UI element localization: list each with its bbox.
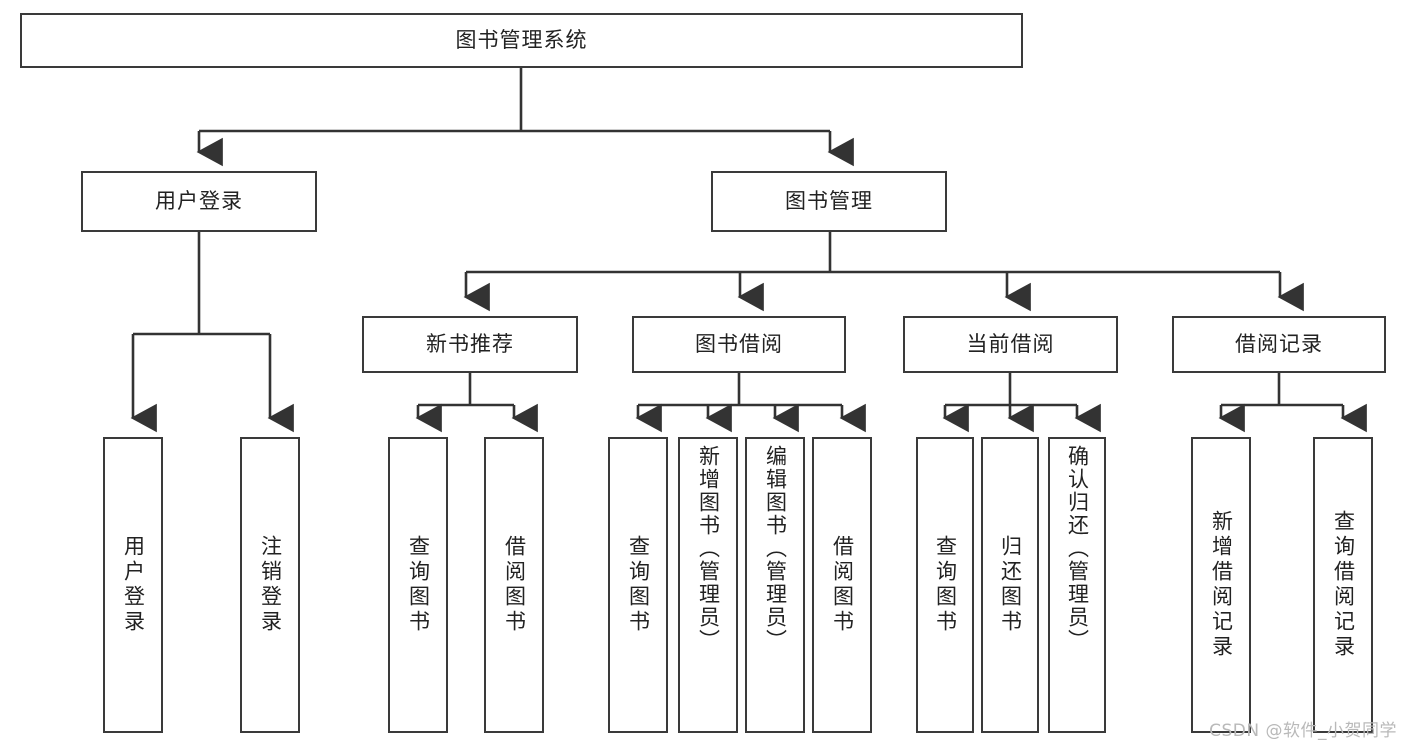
node-leaf-add-borrow-record-label: 新增借阅记录 bbox=[1209, 510, 1234, 660]
node-leaf-add-borrow-record[interactable]: 新增借阅记录 bbox=[1191, 437, 1251, 733]
node-leaf-query-book-current[interactable]: 查询图书 bbox=[916, 437, 974, 733]
node-leaf-query-borrow-record[interactable]: 查询借阅记录 bbox=[1313, 437, 1373, 733]
node-leaf-edit-book-admin-label: 编辑图书（管理员） bbox=[763, 445, 788, 652]
node-leaf-user-logout-label: 注销登录 bbox=[258, 535, 283, 635]
node-leaf-borrow-book-recommend-label: 借阅图书 bbox=[502, 535, 527, 635]
node-book-manage-label: 图书管理 bbox=[785, 189, 873, 214]
node-current-borrow-label: 当前借阅 bbox=[966, 332, 1055, 357]
node-user-login[interactable]: 用户登录 bbox=[81, 171, 317, 232]
node-leaf-return-book-label: 归还图书 bbox=[998, 535, 1023, 635]
node-leaf-borrow-book-recommend[interactable]: 借阅图书 bbox=[484, 437, 544, 733]
node-leaf-query-book-recommend[interactable]: 查询图书 bbox=[388, 437, 448, 733]
node-book-borrow[interactable]: 图书借阅 bbox=[632, 316, 846, 373]
node-leaf-borrow-book-borrow-label: 借阅图书 bbox=[830, 535, 855, 635]
node-leaf-add-book-admin-label: 新增图书（管理员） bbox=[696, 445, 721, 652]
node-leaf-add-book-admin[interactable]: 新增图书（管理员） bbox=[678, 437, 738, 733]
node-leaf-edit-book-admin[interactable]: 编辑图书（管理员） bbox=[745, 437, 805, 733]
node-leaf-query-book-borrow[interactable]: 查询图书 bbox=[608, 437, 668, 733]
node-leaf-user-login-label: 用户登录 bbox=[121, 535, 146, 635]
node-current-borrow[interactable]: 当前借阅 bbox=[903, 316, 1118, 373]
node-borrow-record[interactable]: 借阅记录 bbox=[1172, 316, 1386, 373]
node-leaf-borrow-book-borrow[interactable]: 借阅图书 bbox=[812, 437, 872, 733]
node-leaf-query-borrow-record-label: 查询借阅记录 bbox=[1331, 510, 1356, 660]
node-borrow-record-label: 借阅记录 bbox=[1235, 332, 1323, 357]
node-book-manage[interactable]: 图书管理 bbox=[711, 171, 947, 232]
node-new-book-recommend-label: 新书推荐 bbox=[426, 332, 514, 357]
node-book-borrow-label: 图书借阅 bbox=[695, 332, 783, 357]
node-new-book-recommend[interactable]: 新书推荐 bbox=[362, 316, 578, 373]
node-leaf-return-book[interactable]: 归还图书 bbox=[981, 437, 1039, 733]
node-root-label: 图书管理系统 bbox=[455, 28, 588, 53]
node-leaf-query-book-borrow-label: 查询图书 bbox=[626, 535, 651, 635]
node-leaf-user-logout[interactable]: 注销登录 bbox=[240, 437, 300, 733]
node-leaf-confirm-return-admin[interactable]: 确认归还（管理员） bbox=[1048, 437, 1106, 733]
node-leaf-query-book-current-label: 查询图书 bbox=[933, 535, 958, 635]
node-root-system[interactable]: 图书管理系统 bbox=[20, 13, 1023, 68]
node-leaf-query-book-recommend-label: 查询图书 bbox=[406, 535, 431, 635]
node-leaf-confirm-return-admin-label: 确认归还（管理员） bbox=[1065, 445, 1090, 652]
node-user-login-label: 用户登录 bbox=[155, 189, 243, 214]
node-leaf-user-login[interactable]: 用户登录 bbox=[103, 437, 163, 733]
